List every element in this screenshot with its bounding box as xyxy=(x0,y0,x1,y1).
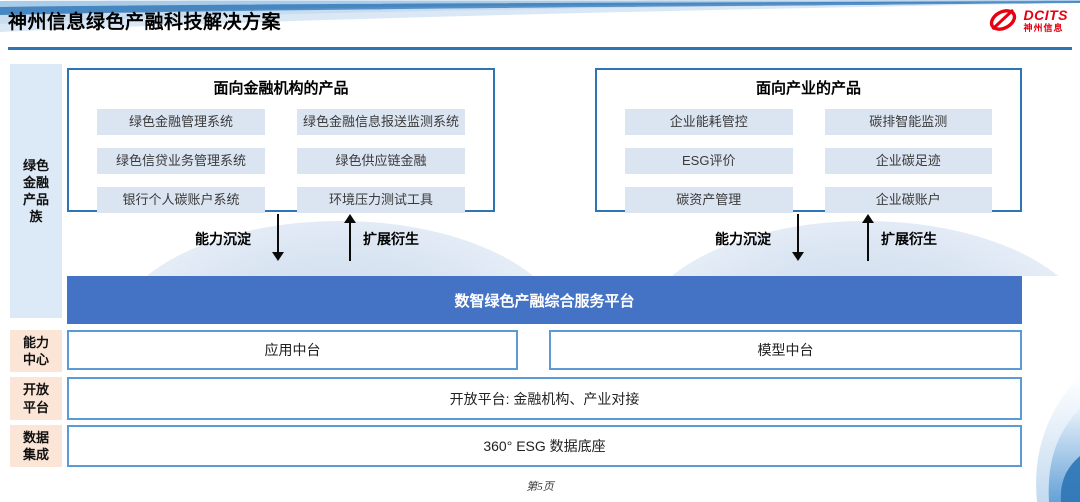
box-esg-data-base: 360° ESG 数据底座 xyxy=(67,425,1022,467)
sidebar-label-line: 中心 xyxy=(22,352,49,367)
box-label: 360° ESG 数据底座 xyxy=(483,438,606,454)
product-item: 绿色金融管理系统 xyxy=(97,109,265,135)
box-label: 模型中台 xyxy=(757,342,814,358)
panel-finance-title: 面向金融机构的产品 xyxy=(213,80,349,97)
sidebar-label-line: 能力 xyxy=(22,334,49,350)
panel-industry-title: 面向产业的产品 xyxy=(755,80,861,97)
sidebar-label-line: 数据 xyxy=(22,429,49,445)
sidebar-label-line: 绿色 xyxy=(22,157,49,173)
product-item: 绿色信贷业务管理系统 xyxy=(97,148,265,174)
box-label: 应用中台 xyxy=(264,342,321,358)
product-item: 绿色供应链金融 xyxy=(297,148,465,174)
product-item: 企业能耗管控 xyxy=(625,109,793,135)
dcits-logo-swoosh-icon xyxy=(989,9,1016,31)
product-item: 碳资产管理 xyxy=(625,187,793,213)
sidebar-label-line: 金融 xyxy=(22,174,49,190)
box-open-platform: 开放平台: 金融机构、产业对接 xyxy=(67,377,1022,420)
product-item: 企业碳账户 xyxy=(824,187,992,213)
up-arrow-icon xyxy=(344,214,356,223)
box-app-middle-platform: 应用中台 xyxy=(67,330,518,370)
product-item: ESG评价 xyxy=(625,148,793,174)
page-number: 第5页 xyxy=(526,481,554,493)
sidebar-label-line: 集成 xyxy=(22,447,49,462)
platform-bar-label: 数智绿色产融综合服务平台 xyxy=(454,292,635,310)
sidebar-label-line: 开放 xyxy=(22,382,49,398)
sidebar-label-open-platform: 开放 平台 xyxy=(10,377,62,420)
product-item: 企业碳足迹 xyxy=(824,148,992,174)
arrow-label-capability-left: 能力沉淀 xyxy=(195,231,251,247)
box-label: 开放平台: 金融机构、产业对接 xyxy=(449,390,640,407)
down-arrow-icon xyxy=(792,252,804,261)
up-arrow-icon xyxy=(349,223,351,261)
product-item: 环境压力测试工具 xyxy=(297,187,465,213)
dome-right-decoration xyxy=(635,213,1080,276)
product-item: 银行个人碳账户系统 xyxy=(97,187,265,213)
up-arrow-icon xyxy=(867,223,869,261)
sidebar-label-line: 平台 xyxy=(22,399,49,415)
dcits-logo-subtext: 神州信息 xyxy=(1023,22,1064,33)
dcits-logo-text: DCITS xyxy=(1023,6,1068,23)
product-item: 绿色金融信息报送监测系统 xyxy=(297,109,465,135)
page-title: 神州信息绿色产融科技解决方案 xyxy=(8,12,282,33)
down-arrow-icon xyxy=(272,252,284,261)
box-model-middle-platform: 模型中台 xyxy=(549,330,1022,370)
panel-finance-grid: 绿色金融管理系统 绿色金融信息报送监测系统 绿色信贷业务管理系统 绿色供应链金融… xyxy=(97,109,465,213)
dcits-logo: DCITS 神州信息 xyxy=(986,6,1069,34)
platform-bar: 数智绿色产融综合服务平台 xyxy=(67,276,1022,324)
sidebar-label-product-family: 绿色 金融 产品 族 xyxy=(10,64,62,318)
panel-industry-products: 面向产业的产品 企业能耗管控 碳排智能监测 ESG评价 企业碳足迹 碳资产管理 … xyxy=(595,68,1022,213)
arrow-label-extend-left: 扩展衍生 xyxy=(363,231,419,247)
dome-left-decoration xyxy=(110,213,570,276)
sidebar-label-line: 产品 xyxy=(22,192,49,207)
sidebar-label-line: 族 xyxy=(29,209,43,225)
header-divider xyxy=(8,47,1072,50)
sidebar-label-data-integration: 数据 集成 xyxy=(10,425,62,467)
arrow-label-capability-right: 能力沉淀 xyxy=(715,231,771,247)
down-arrow-icon xyxy=(277,214,279,252)
down-arrow-icon xyxy=(797,214,799,252)
panel-finance-products: 面向金融机构的产品 绿色金融管理系统 绿色金融信息报送监测系统 绿色信贷业务管理… xyxy=(67,68,495,213)
panel-industry-grid: 企业能耗管控 碳排智能监测 ESG评价 企业碳足迹 碳资产管理 企业碳账户 xyxy=(625,109,992,213)
up-arrow-icon xyxy=(862,214,874,223)
product-item: 碳排智能监测 xyxy=(824,109,992,135)
sidebar-label-capability-center: 能力 中心 xyxy=(10,330,62,372)
arrow-label-extend-right: 扩展衍生 xyxy=(881,231,937,247)
